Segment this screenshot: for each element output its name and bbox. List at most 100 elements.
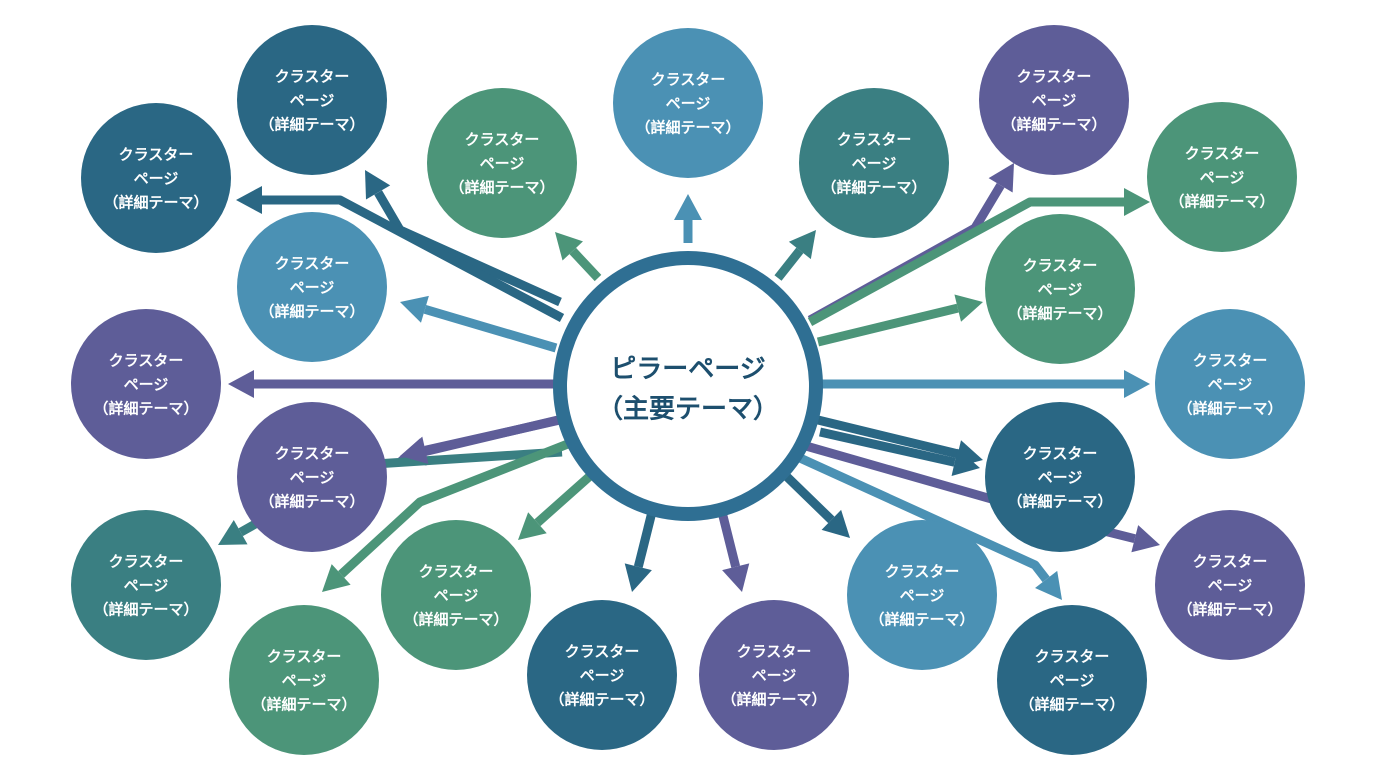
cluster-page-circle — [237, 402, 387, 552]
arrow-head — [1035, 570, 1062, 600]
arrow-head — [788, 230, 816, 260]
cluster-page-circle — [1155, 309, 1305, 459]
arrow-head — [322, 564, 351, 592]
arrow-a05 — [774, 230, 816, 281]
cluster-page-circle — [997, 605, 1147, 755]
arrow-a04 — [674, 194, 702, 243]
cluster-nodes-layer: クラスターページ（詳細テーマ）クラスターページ（詳細テーマ）クラスターページ（詳… — [71, 25, 1305, 755]
cluster-page-label-line-2: ページ — [752, 667, 797, 685]
arrow-a23 — [819, 427, 980, 476]
cluster-page-label-line-2: ページ — [580, 667, 625, 685]
cluster-page-label-line-1: クラスター — [1035, 648, 1110, 666]
arrow-a07 — [807, 188, 1150, 326]
cluster-page-label-line-2: ページ — [852, 155, 897, 173]
cluster-page-label-line-2: ページ — [134, 170, 179, 188]
cluster-page-label-line-1: クラスター — [275, 255, 350, 273]
cluster-page-label-line-3: （詳細テーマ） — [635, 119, 740, 137]
cluster-page-label-line-3: （詳細テーマ） — [259, 116, 364, 134]
cluster-page-label-line-3: （詳細テーマ） — [1177, 400, 1282, 418]
arrow-shaft — [633, 510, 657, 568]
cluster-page-label-line-3: （詳細テーマ） — [549, 691, 654, 709]
cluster-page-label-line-2: ページ — [290, 279, 335, 297]
arrow-a22 — [400, 415, 561, 464]
arrow-head — [400, 436, 429, 464]
cluster-page-circle — [427, 88, 577, 238]
arrow-a03 — [555, 232, 602, 282]
pillar-page-title: ピラーページ — [610, 355, 765, 385]
cluster-page-circle — [71, 309, 221, 459]
arrow-a18 — [518, 472, 593, 540]
arrow-a10 — [228, 370, 556, 398]
arrow-shaft — [717, 510, 741, 568]
arrow-shaft — [424, 415, 561, 455]
arrow-head — [555, 232, 583, 261]
cluster-page-label-line-1: クラスター — [419, 563, 494, 581]
cluster-page-label-line-3: （詳細テーマ） — [251, 696, 356, 714]
arrow-a20 — [717, 510, 750, 592]
cluster-page-label-line-2: ページ — [434, 587, 479, 605]
arrow-head — [228, 370, 254, 398]
cluster-page-label-line-1: クラスター — [465, 131, 540, 149]
cluster-page-circle — [985, 214, 1135, 364]
cluster-page-circle — [985, 402, 1135, 552]
cluster-page-circle — [1147, 102, 1297, 252]
cluster-page-label-line-1: クラスター — [109, 352, 184, 370]
arrow-head — [400, 295, 429, 323]
cluster-page-label-line-1: クラスター — [651, 71, 726, 89]
arrow-head — [365, 170, 391, 200]
cluster-page-label-line-2: ページ — [1208, 577, 1253, 595]
cluster-page-label-line-1: クラスター — [275, 68, 350, 86]
cluster-page-circle — [527, 600, 677, 750]
cluster-page-circle — [71, 510, 221, 660]
cluster-page-label-line-1: クラスター — [1023, 257, 1098, 275]
pillar-page-circle — [553, 251, 823, 521]
cluster-page-label-line-2: ページ — [1038, 281, 1083, 299]
cluster-page-label-line-3: （詳細テーマ） — [1169, 193, 1274, 211]
arrow-shaft — [338, 435, 580, 578]
cluster-page-circle — [381, 520, 531, 670]
cluster-page-label-line-3: （詳細テーマ） — [403, 611, 508, 629]
arrow-shaft — [423, 305, 558, 353]
cluster-page-label-line-3: （詳細テーマ） — [259, 493, 364, 511]
arrow-head — [518, 512, 547, 540]
cluster-page-label-line-1: クラスター — [565, 643, 640, 661]
cluster-page-label-line-3: （詳細テーマ） — [721, 691, 826, 709]
cluster-page-label-line-3: （詳細テーマ） — [1019, 696, 1124, 714]
cluster-page-label-line-2: ページ — [1208, 376, 1253, 394]
cluster-page-label-line-2: ページ — [1050, 672, 1095, 690]
arrow-shaft — [569, 247, 602, 282]
cluster-page-label-line-3: （詳細テーマ） — [103, 194, 208, 212]
cluster-page-label-line-1: クラスター — [109, 553, 184, 571]
arrow-shaft — [816, 303, 959, 347]
arrow-shaft — [774, 247, 804, 281]
pillar-page-hub[interactable]: ピラーページ （主要テーマ） — [553, 251, 823, 521]
arrow-head — [821, 509, 850, 538]
cluster-page-label-line-2: ページ — [124, 376, 169, 394]
cluster-page-label-line-1: クラスター — [1193, 352, 1268, 370]
arrow-shaft — [816, 415, 959, 459]
cluster-page-circle — [237, 212, 387, 362]
arrow-a11 — [820, 370, 1150, 398]
arrow-head — [722, 563, 750, 592]
